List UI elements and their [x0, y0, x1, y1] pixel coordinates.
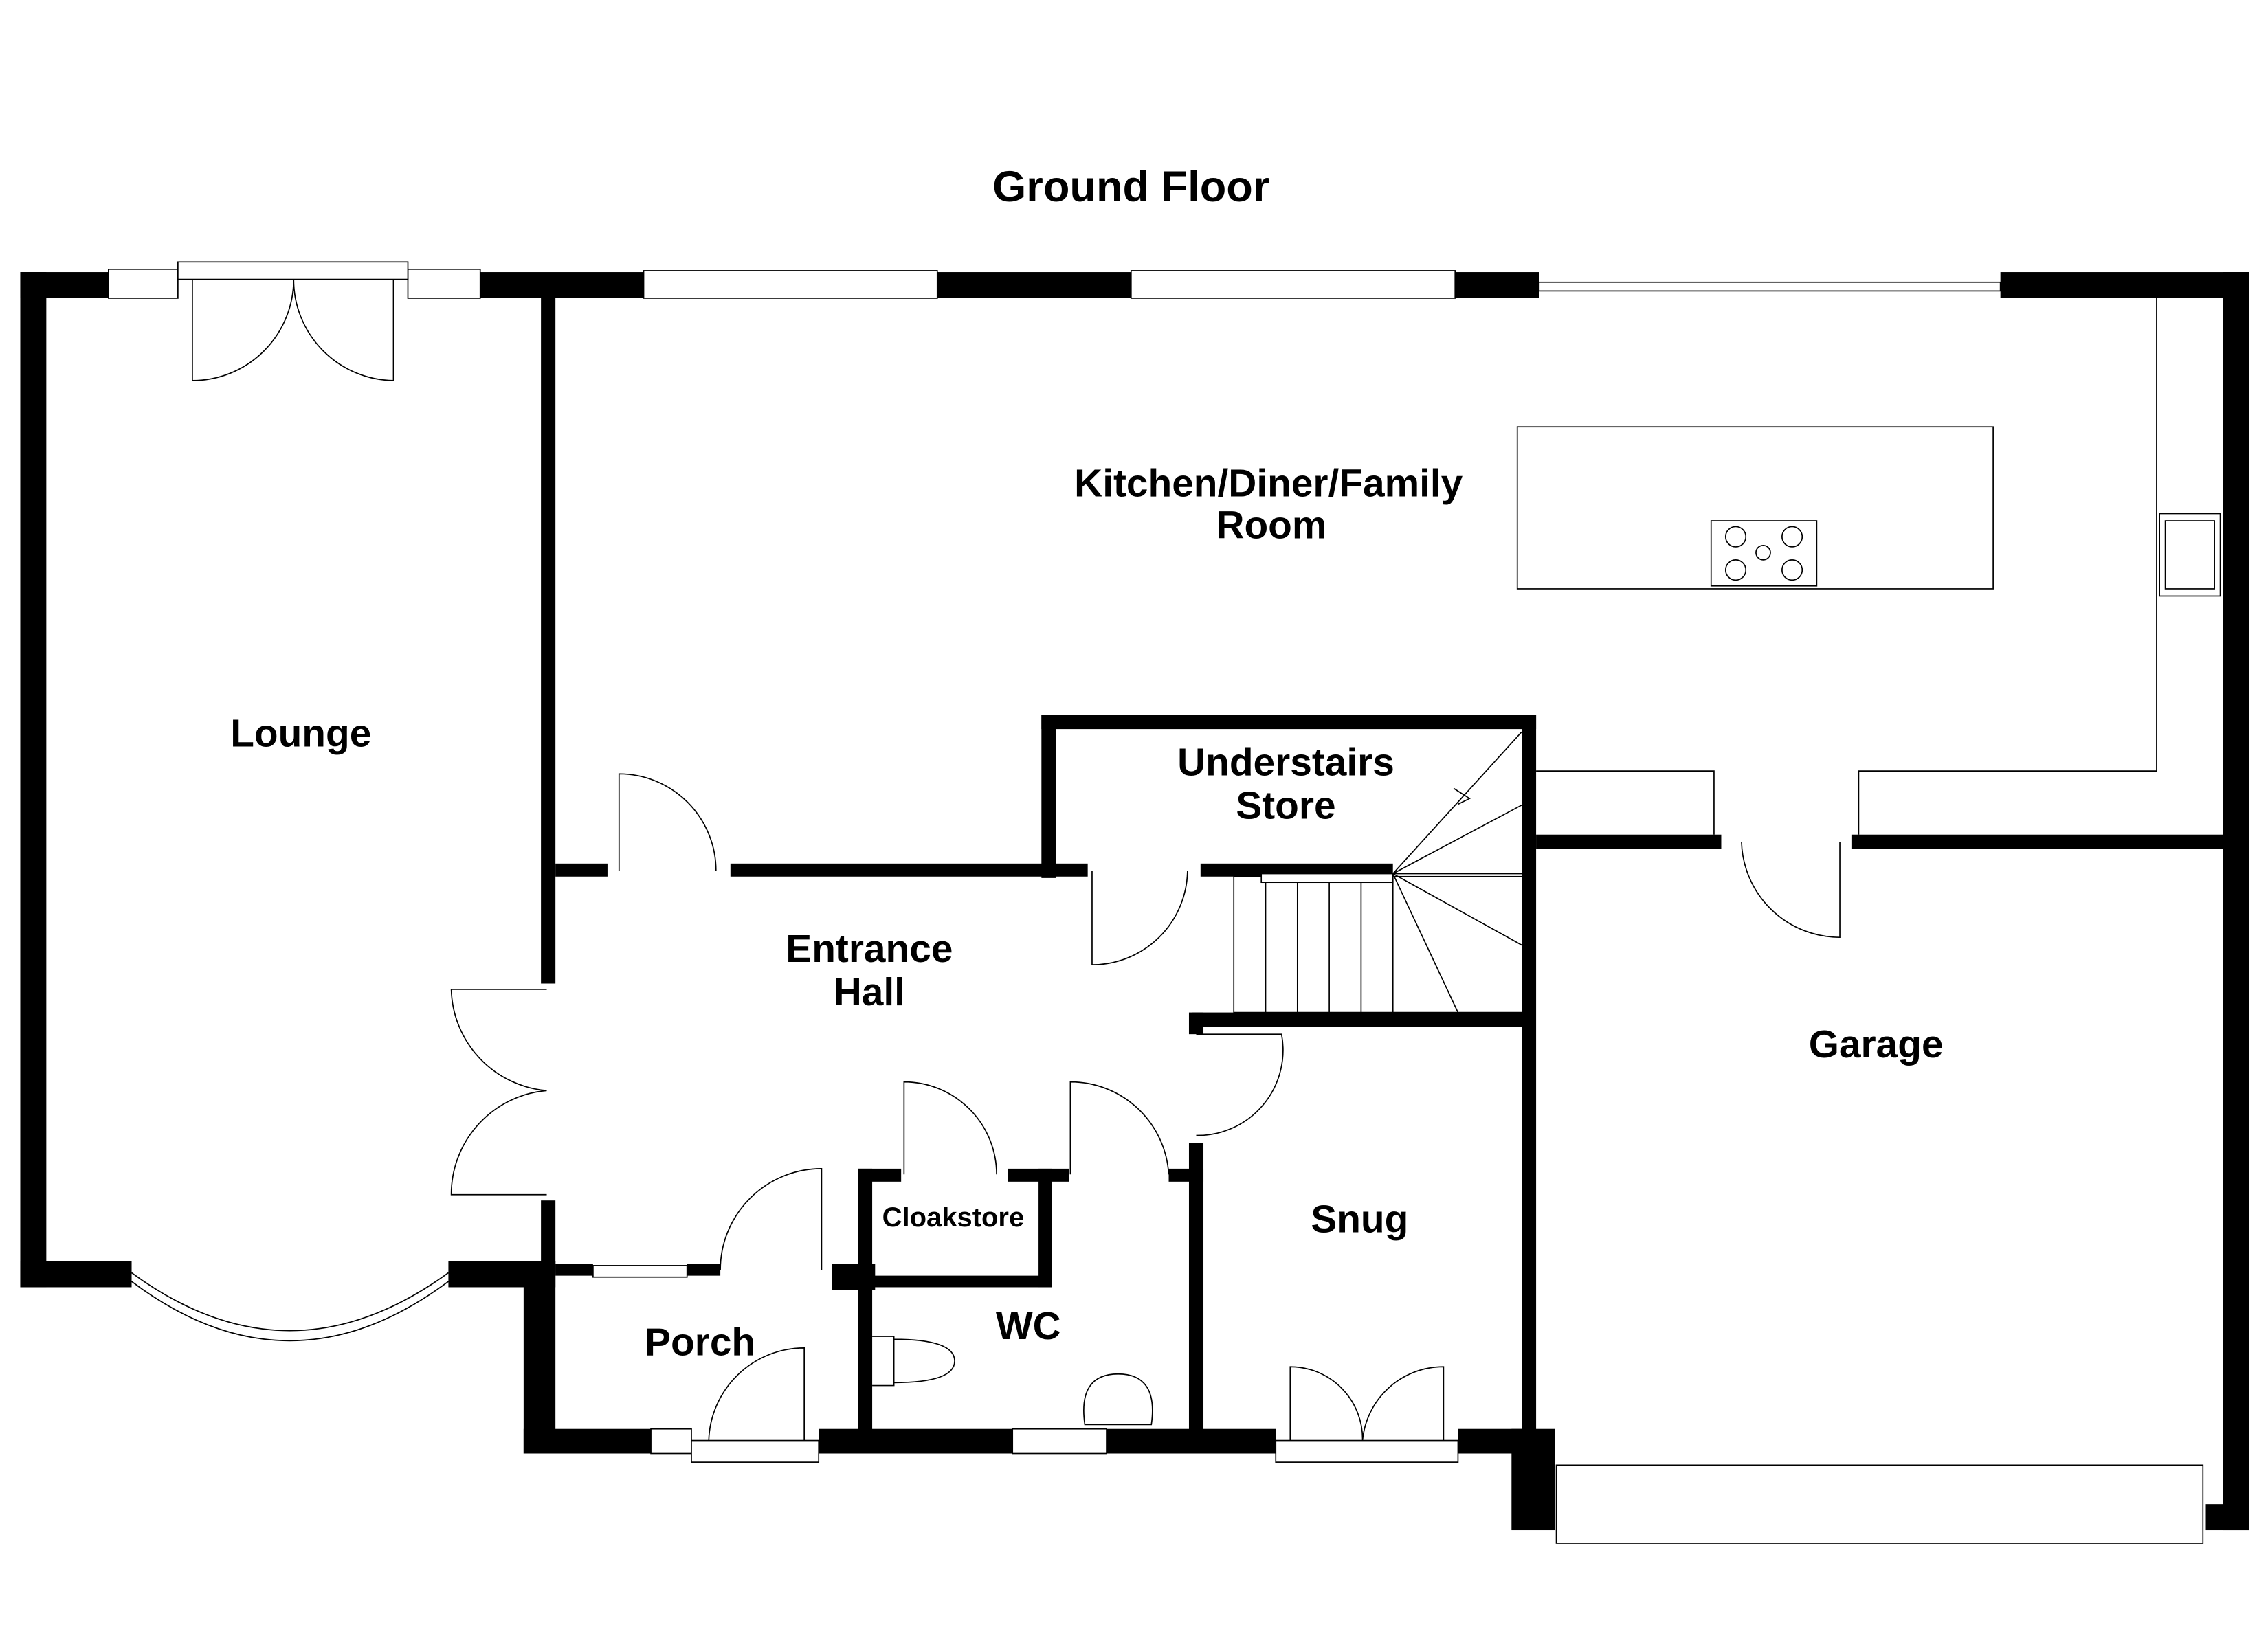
wall	[687, 1264, 721, 1276]
wall	[819, 1428, 1013, 1454]
room-label-kitchen: Kitchen/Diner/Family	[1074, 462, 1463, 505]
wall	[1851, 834, 2223, 849]
window	[177, 261, 409, 280]
door-swing	[618, 773, 717, 871]
toilet	[872, 1336, 955, 1387]
wall	[858, 1275, 1052, 1288]
room-labels: Lounge Kitchen/Diner/Family Room Underst…	[230, 462, 1943, 1364]
window	[1012, 1428, 1107, 1455]
garage-door	[1555, 1464, 2204, 1544]
wall	[541, 298, 556, 984]
floor-title: Ground Floor	[992, 163, 1269, 211]
sliding-door	[1538, 281, 2001, 292]
wall	[1052, 1168, 1069, 1182]
door-swing	[1741, 842, 1841, 939]
room-label-understairs: Understairs	[1177, 741, 1394, 784]
wall	[1107, 1428, 1276, 1454]
door-swing	[450, 989, 547, 1196]
wall	[1038, 1168, 1052, 1288]
wall	[937, 272, 1131, 298]
hob	[1710, 520, 1818, 587]
kitchen-fittings	[872, 298, 2221, 1426]
wall	[1041, 715, 1537, 730]
door-swing	[903, 1081, 997, 1175]
door-swing	[1069, 1081, 1170, 1175]
wall	[480, 272, 644, 298]
wall	[523, 1261, 556, 1454]
hob-ring	[1781, 559, 1803, 581]
room-label-cloakstore: Cloakstore	[882, 1202, 1025, 1233]
window	[1130, 270, 1456, 299]
wall	[858, 1168, 873, 1432]
wall	[1188, 1143, 1204, 1432]
wall	[1188, 1012, 1204, 1035]
hob-ring	[1724, 526, 1747, 548]
worktop	[1536, 298, 2157, 835]
room-label-understairs: Store	[1236, 785, 1335, 828]
windows	[108, 261, 2204, 1544]
hob-ring	[1755, 544, 1771, 561]
room-label-porch: Porch	[645, 1321, 755, 1364]
window	[592, 1265, 688, 1278]
wall	[1192, 1012, 1526, 1027]
door-frame	[1275, 1439, 1459, 1463]
walls	[20, 272, 2249, 1531]
room-label-lounge: Lounge	[230, 712, 371, 755]
door-swing	[1289, 1366, 1445, 1441]
wall	[2223, 272, 2249, 1531]
door-swing	[708, 1347, 805, 1441]
wall	[1056, 863, 1088, 877]
sink-basin	[2164, 520, 2215, 590]
window	[407, 268, 481, 299]
door-swing	[720, 1168, 823, 1270]
door-swing	[1091, 871, 1188, 965]
doors	[192, 279, 1841, 1463]
room-label-wc: WC	[996, 1305, 1061, 1348]
stair-treads	[1265, 731, 1526, 1013]
window	[643, 270, 938, 299]
wall	[1536, 834, 1722, 849]
wall	[541, 1200, 556, 1273]
wall	[555, 1264, 593, 1276]
door-swing	[192, 279, 394, 381]
basin	[1083, 1373, 1153, 1426]
wall	[1168, 1168, 1204, 1182]
room-label-hall: Hall	[834, 971, 905, 1014]
wall	[20, 1261, 132, 1288]
wall	[2205, 1504, 2249, 1531]
stairs	[1233, 875, 1527, 1013]
room-label-snug: Snug	[1311, 1198, 1408, 1241]
bay-window	[131, 1272, 449, 1342]
handrail	[1260, 873, 1394, 884]
wall	[1041, 715, 1056, 878]
door-swing	[1196, 1033, 1284, 1136]
wall	[2000, 272, 2249, 298]
door-frame	[691, 1439, 820, 1463]
room-label-kitchen: Room	[1216, 504, 1326, 547]
room-label-hall: Entrance	[786, 928, 953, 971]
wall	[1458, 1428, 1526, 1454]
window	[650, 1428, 692, 1455]
kitchen-island	[1516, 426, 1994, 590]
hob-ring	[1781, 526, 1803, 548]
sink	[2159, 513, 2221, 597]
window	[108, 268, 179, 299]
wall	[555, 863, 608, 877]
hob-ring	[1724, 559, 1747, 581]
staircase	[1233, 731, 1527, 1013]
wall	[1522, 715, 1537, 1432]
wall	[730, 863, 1056, 877]
wall	[1455, 272, 1539, 298]
wall	[20, 272, 47, 1288]
room-label-garage: Garage	[1809, 1023, 1944, 1066]
